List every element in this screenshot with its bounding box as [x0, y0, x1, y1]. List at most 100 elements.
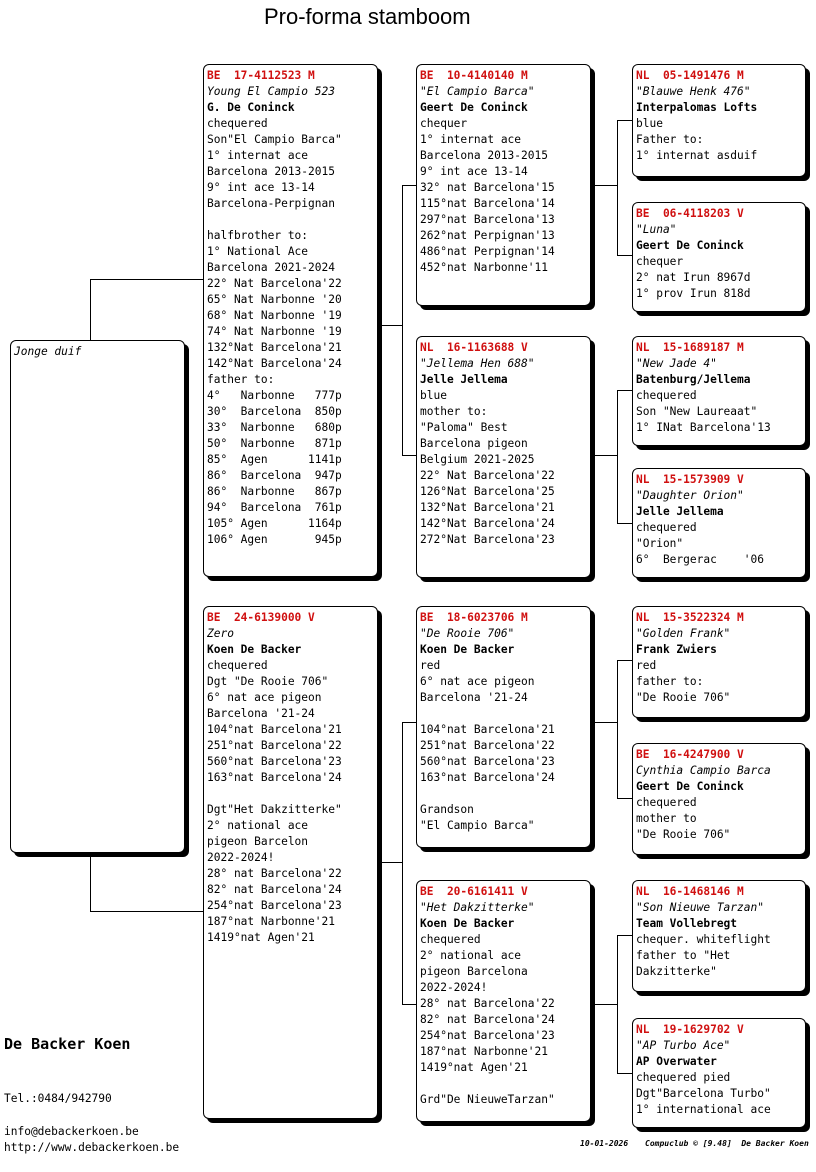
info-line: 486°nat Perpignan'14	[420, 245, 555, 258]
info-line: 33° Narbonne 680p	[207, 421, 342, 434]
info-line: 82° nat Barcelona'24	[420, 1013, 555, 1026]
info-line: Barcelona 2013-2015	[207, 165, 335, 178]
owner-name: G. De Coninck	[207, 101, 295, 114]
maternal-grandmother-card[interactable]: BE 20-6161411 V"Het Dakzitterke"Koen De …	[416, 880, 591, 1122]
info-line	[420, 706, 590, 722]
owner-name: Interpalomas Lofts	[636, 101, 758, 114]
info-line: 6° nat ace pigeon	[207, 691, 322, 704]
owner-name: Koen De Backer	[420, 643, 515, 656]
info-line: 1° internat ace	[207, 149, 309, 162]
connector	[589, 1004, 617, 1005]
owner-name: Geert De Coninck	[636, 780, 744, 793]
info-line: mother to:	[420, 405, 488, 418]
connector	[617, 1073, 632, 1074]
connector	[376, 325, 402, 326]
info-line: 6° nat ace pigeon	[420, 675, 535, 688]
info-line: chequered	[420, 933, 481, 946]
info-line: Father to:	[636, 133, 704, 146]
info-line: chequered	[636, 389, 697, 402]
info-line: 105° Agen 1164p	[207, 517, 342, 530]
info-line: Barcelona 2013-2015	[420, 149, 548, 162]
owner-name: Batenburg/Jellema	[636, 373, 751, 386]
info-line: 4° Narbonne 777p	[207, 389, 342, 402]
info-line: chequer	[420, 117, 468, 130]
connector	[617, 120, 632, 121]
info-line: 2022-2024!	[420, 981, 488, 994]
subject-card[interactable]: Jonge duif	[10, 340, 185, 853]
connector	[617, 523, 632, 524]
info-line: Son"El Campio Barca"	[207, 133, 342, 146]
info-line: 1419°nat Agen'21	[420, 1061, 528, 1074]
ring-number: NL 05-1491476 M	[636, 69, 744, 82]
info-line: mother to	[636, 812, 697, 825]
breeder-website[interactable]: http://www.debackerkoen.be	[4, 1141, 180, 1154]
pigeon-name: Zero	[207, 627, 234, 640]
info-line: 187°nat Narbonne'21	[420, 1045, 548, 1058]
info-line: 132°Nat Barcelona'21	[207, 341, 342, 354]
info-line: father to "Het	[636, 949, 731, 962]
connector	[617, 390, 632, 391]
info-line: Barcelona '21-24	[207, 707, 315, 720]
info-line: 85° Agen 1141p	[207, 453, 342, 466]
ring-number: NL 15-1689187 M	[636, 341, 744, 354]
ring-number: NL 16-1468146 M	[636, 885, 744, 898]
connector	[617, 660, 632, 661]
ring-number: BE 18-6023706 M	[420, 611, 528, 624]
info-line: Dgt"Barcelona Turbo"	[636, 1087, 771, 1100]
ring-number: NL 16-1163688 V	[420, 341, 528, 354]
connector	[376, 862, 402, 863]
info-line: 30° Barcelona 850p	[207, 405, 342, 418]
connector	[402, 455, 417, 456]
great-grandparent-card-fff[interactable]: NL 05-1491476 M"Blauwe Henk 476"Interpal…	[632, 64, 806, 177]
info-line: Grandson	[420, 803, 474, 816]
great-grandparent-card-fmf[interactable]: NL 15-1689187 M "New Jade 4" Batenburg/Jel…	[632, 336, 806, 446]
info-line: red	[636, 659, 657, 672]
connector	[402, 185, 403, 455]
paternal-grandfather-card[interactable]: BE 10-4140140 M"El Campio Barca"Geert De…	[416, 64, 591, 306]
great-grandparent-card-fmm[interactable]: NL 15-1573909 V"Daughter Orion"Jelle Jel…	[632, 468, 806, 578]
info-line: 126°Nat Barcelona'25	[420, 485, 555, 498]
info-line: 142°Nat Barcelona'24	[420, 517, 555, 530]
info-line: 187°nat Narbonne'21	[207, 915, 335, 928]
great-grandparent-card-mmm[interactable]: NL 19-1629702 V"AP Turbo Ace"AP Overwate…	[632, 1018, 806, 1128]
maternal-grandfather-card[interactable]: BE 18-6023706 M"De Rooie 706"Koen De Bac…	[416, 606, 591, 848]
info-line: 1° National Ace	[207, 245, 309, 258]
pigeon-name: "New Jade 4"	[636, 357, 717, 370]
info-line: Dgt"Het Dakzitterke"	[207, 803, 342, 816]
info-line: 163°nat Barcelona'24	[420, 771, 555, 784]
info-line: 2° national ace	[420, 949, 522, 962]
info-line: 262°nat Perpignan'13	[420, 229, 555, 242]
info-line: 163°nat Barcelona'24	[207, 771, 342, 784]
owner-name: Geert De Coninck	[420, 101, 528, 114]
info-line: 106° Agen 945p	[207, 533, 342, 546]
connector	[90, 279, 204, 280]
great-grandparent-card-mff[interactable]: NL 15-3522324 M"Golden Frank"Frank Zwier…	[632, 606, 806, 718]
info-line: 254°nat Barcelona'23	[207, 899, 342, 912]
info-line: 68° Nat Narbonne '19	[207, 309, 342, 322]
paternal-grandmother-card[interactable]: NL 16-1163688 V"Jellema Hen 688"Jelle Je…	[416, 336, 591, 578]
software-credit: Compuclub © [9.48] De Backer Koen	[645, 1139, 809, 1148]
info-line: chequered	[207, 117, 268, 130]
pigeon-name: "Luna"	[636, 223, 677, 236]
great-grandparent-card-mmf[interactable]: NL 16-1468146 M"Son Nieuwe Tarzan"Team V…	[632, 880, 806, 992]
pigeon-name: "Het Dakzitterke"	[420, 901, 535, 914]
info-line: 1° internat ace	[420, 133, 522, 146]
info-line: 2° nat Irun 8967d	[636, 271, 751, 284]
info-line: "De Rooie 706"	[636, 828, 731, 841]
info-line: chequered pied	[636, 1071, 731, 1084]
ring-number: NL 19-1629702 V	[636, 1023, 744, 1036]
owner-name: Geert De Coninck	[636, 239, 744, 252]
info-line: 86° Narbonne 867p	[207, 485, 342, 498]
connector	[589, 185, 617, 186]
info-line: Barcelona pigeon	[420, 437, 528, 450]
info-line: Barcelona-Perpignan	[207, 197, 335, 210]
ring-number: BE 16-4247900 V	[636, 748, 744, 761]
info-line: father to:	[207, 373, 275, 386]
info-line: pigeon Barcelon	[207, 835, 309, 848]
breeder-email[interactable]: info@debackerkoen.be	[4, 1125, 139, 1138]
info-line: 94° Barcelona 761p	[207, 501, 342, 514]
